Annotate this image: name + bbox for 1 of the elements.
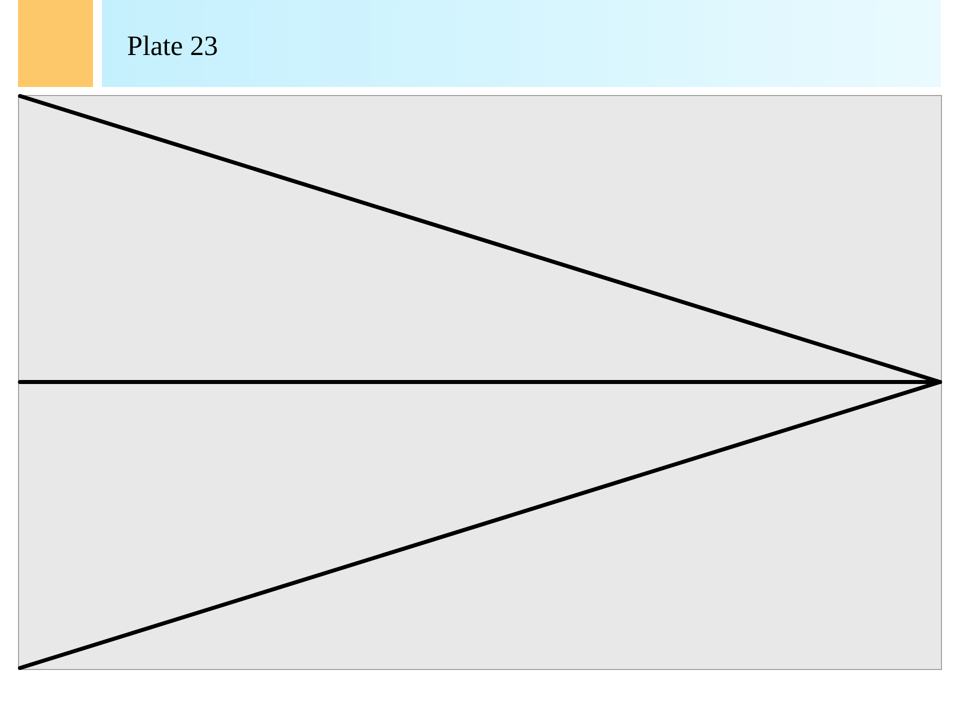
slide-title: Plate 23 (127, 33, 218, 61)
